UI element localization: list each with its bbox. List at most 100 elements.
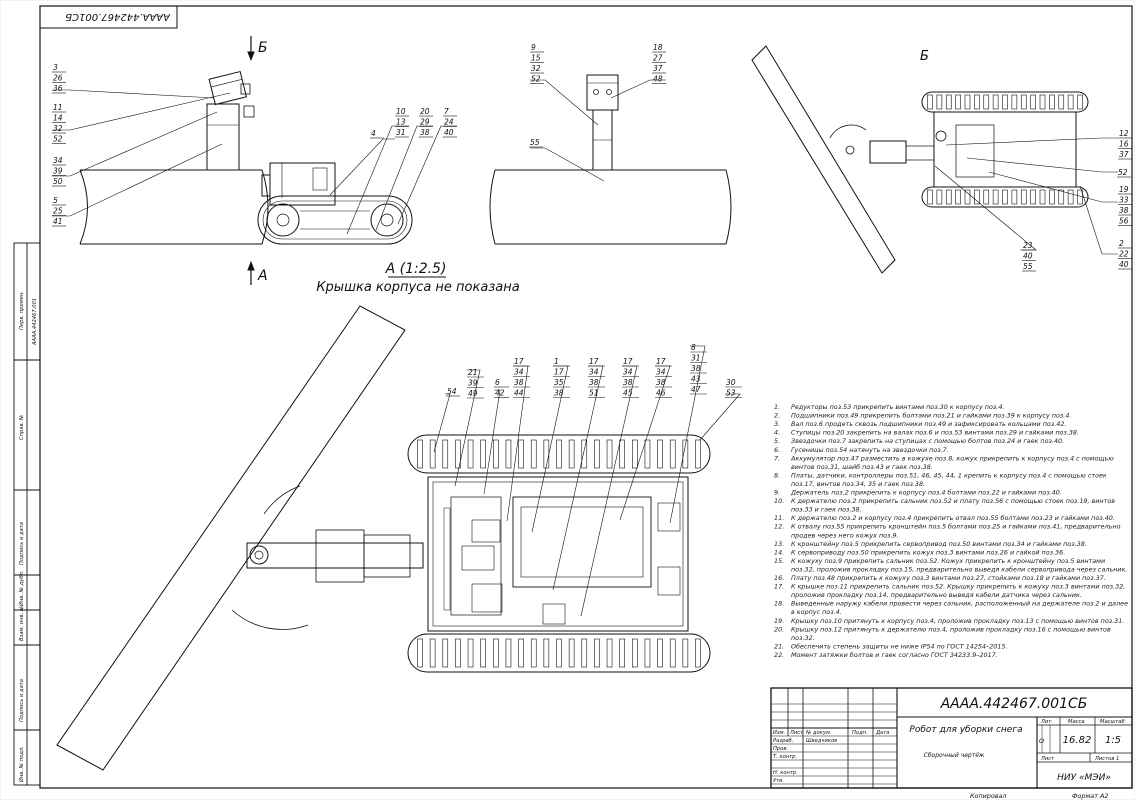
track-lug — [518, 638, 524, 668]
title-hdr-ndoc: № докум. — [805, 730, 832, 736]
note-text: Платы, датчики, контроллеры поз.51, 46, … — [791, 471, 1107, 479]
track-lug — [429, 439, 436, 469]
title-organization: НИУ «МЭИ» — [1057, 773, 1111, 783]
callout-number: 26 — [53, 74, 63, 83]
callout-number: 2 — [1119, 239, 1124, 248]
track-lug — [1002, 94, 1008, 110]
track-lug — [442, 439, 449, 469]
note-text: Крышку поз.12 притянуть к держателю поз.… — [791, 625, 1111, 633]
callout-number: 3 — [53, 63, 58, 72]
title-role-nkontr: Н. контр. — [773, 770, 798, 776]
track-lug — [927, 189, 933, 205]
callout-number: 14 — [53, 114, 63, 123]
track-lug — [657, 439, 663, 469]
callout-number: 23 — [1023, 241, 1033, 250]
stamp-inv-dubl: Инв. № дубл. — [19, 571, 25, 607]
note-text: проложив прокладку поз.14, предварительн… — [791, 591, 1082, 599]
callout-number: 11 — [53, 103, 63, 112]
callout-number: 15 — [531, 54, 541, 63]
callout-number: 38 — [420, 128, 430, 137]
section-a-scale-title: А (1:2.5) — [385, 261, 447, 277]
track-lug — [964, 94, 971, 110]
track-lug — [606, 439, 613, 469]
track-lug — [983, 189, 990, 205]
note-text: К держателю поз.2 прикрепить сальник поз… — [791, 497, 1115, 505]
track-lug — [632, 439, 638, 469]
track-lug — [669, 638, 676, 668]
title-col-scale: Масштаб — [1100, 719, 1125, 725]
view-arrow-b-label: Б — [258, 40, 268, 56]
track-lug — [974, 94, 980, 110]
note-text: Звездочки поз.7 закрепить на ступицах с … — [791, 437, 1064, 445]
title-name-razrab: Шведчиков — [806, 738, 837, 744]
callout-number: 51 — [589, 389, 599, 398]
track-lug — [695, 638, 701, 668]
stamp-sprav: Справ. № — [19, 415, 25, 440]
note-number: 21. — [774, 642, 784, 650]
note-text: Момент затяжки болтов и гаек согласно ГО… — [791, 651, 998, 659]
callout-number: 17 — [514, 357, 524, 366]
note-text: К держателю поз.2 и корпусу поз.4 прикре… — [791, 514, 1115, 522]
callout-55: 55 — [530, 138, 540, 147]
note-text: Выведенные наружу кабели провести через … — [791, 600, 1128, 608]
track-lug — [992, 94, 999, 110]
view-arrow-a-label: А — [257, 268, 268, 284]
callout-number: 17 — [623, 357, 633, 366]
front-view-robot — [489, 74, 732, 245]
section-a-title: А (1:2.5) Крышка корпуса не показана — [316, 261, 519, 295]
callout-number: 29 — [420, 118, 430, 127]
note-number: 20. — [774, 625, 784, 633]
side-stamp-labels: Перв. примен. АААА.442467.001 Справ. № П… — [19, 291, 38, 782]
callout-number: 18 — [653, 43, 663, 52]
callout-number: 38 — [589, 378, 599, 387]
callout-number: 38 — [691, 364, 701, 373]
callout-number: 8 — [691, 343, 696, 352]
track-lug — [530, 439, 537, 469]
stamp-inv-podl: Инв. № подл. — [19, 746, 25, 782]
callout-number: 50 — [53, 177, 63, 186]
callout-number: 46 — [656, 389, 666, 398]
note-text: продев через него кожух поз.9. — [791, 531, 899, 539]
track-lug — [417, 638, 423, 668]
callout-number: 48 — [653, 75, 663, 84]
track-lug — [632, 638, 638, 668]
callout-number: 34 — [514, 368, 524, 377]
note-text: Обеспечить степень защиты не ниже IP54 п… — [791, 642, 1008, 650]
note-number: 17. — [774, 583, 784, 591]
note-text: Аккумулятор поз.47 разместить в кожухе п… — [790, 454, 1114, 462]
callout-number: 32 — [531, 64, 541, 73]
title-role-utv: Утв. — [773, 778, 784, 784]
track-lug — [974, 189, 980, 205]
track-lug — [518, 439, 524, 469]
callout-number: 42 — [495, 389, 505, 398]
note-number: 16. — [774, 574, 784, 582]
note-text: К кронштейну поз.5 прикрепить сервоприво… — [791, 540, 1087, 548]
technical-notes: 1.Редукторы поз.53 прикрепить винтами по… — [774, 403, 1128, 659]
callout-number: 38 — [514, 378, 524, 387]
view-b-track-lugs — [927, 94, 1083, 205]
track-lug — [682, 439, 689, 469]
callout-number: 27 — [653, 54, 663, 63]
note-number: 18. — [774, 600, 784, 608]
callout-number: 10 — [396, 107, 406, 116]
callout-number: 36 — [53, 84, 63, 93]
callout-number: 35 — [554, 378, 564, 387]
callout-number: 30 — [726, 378, 736, 387]
callout-number: 17 — [589, 357, 599, 366]
track-lug — [945, 94, 952, 110]
callout-number: 16 — [1119, 140, 1129, 149]
callout-number: 17 — [656, 357, 666, 366]
stamp-perv-primen: Перв. примен. — [19, 291, 25, 330]
note-number: 4. — [774, 429, 780, 437]
callout-number: 52 — [53, 135, 63, 144]
callout-number: 9 — [531, 43, 536, 52]
callout-number: 41 — [53, 217, 63, 226]
note-text: в корпус поз.4. — [791, 608, 842, 616]
footer-copied: Копировал — [970, 792, 1007, 800]
track-lug — [1077, 94, 1083, 110]
side-stamp — [13, 242, 41, 786]
callout-number: 31 — [691, 354, 701, 363]
